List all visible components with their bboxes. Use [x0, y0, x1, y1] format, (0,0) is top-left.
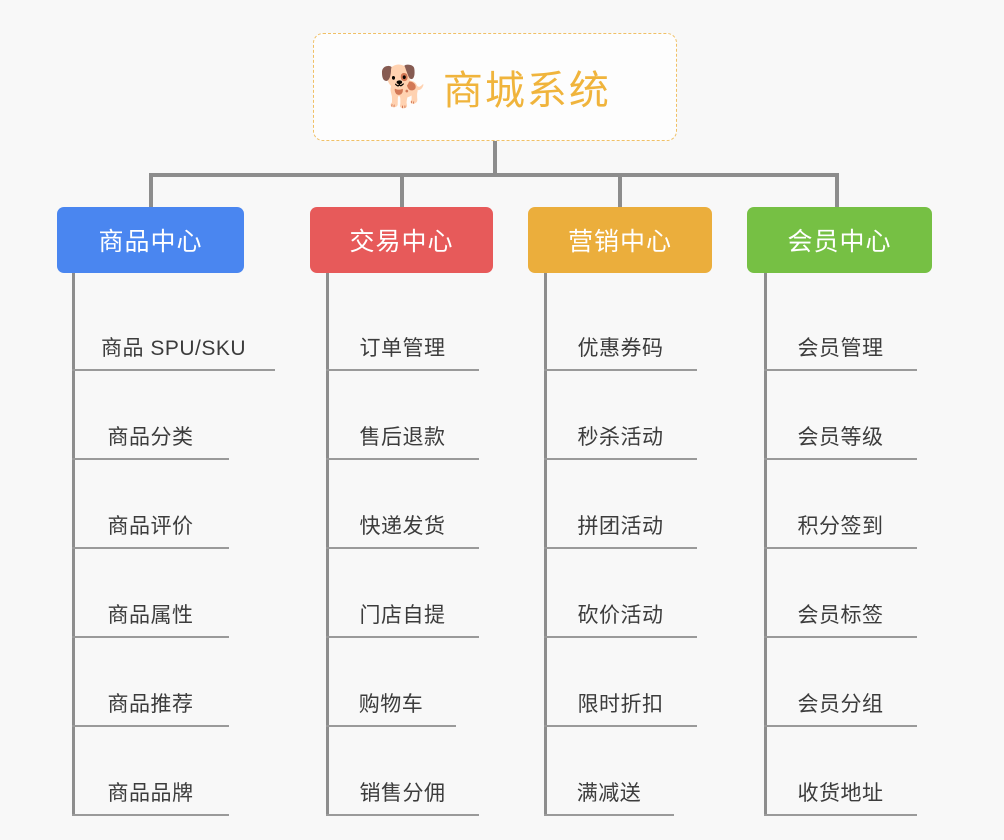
list-item-label: 商品分类: [107, 426, 194, 449]
list-item-label: 售后退款: [359, 426, 446, 449]
connector-root-trunk: [493, 141, 497, 177]
list-item[interactable]: 会员分组: [764, 638, 917, 727]
category-header-member-label: 会员中心: [787, 228, 892, 256]
list-item-label: 会员等级: [797, 426, 884, 449]
list-item-label: 商品品牌: [107, 782, 194, 805]
list-item[interactable]: 限时折扣: [544, 638, 697, 727]
root-node-mall-system[interactable]: 🐕 商城系统: [313, 33, 677, 141]
connector-drop-trade: [400, 173, 404, 207]
list-item-label: 限时折扣: [577, 693, 664, 716]
shiba-dog-face-icon: 🐕: [379, 65, 429, 109]
category-header-marketing[interactable]: 营销中心: [528, 207, 712, 273]
list-item[interactable]: 门店自提: [326, 549, 479, 638]
list-item[interactable]: 会员管理: [764, 282, 917, 371]
list-item-label: 门店自提: [359, 604, 446, 627]
connector-drop-product: [149, 173, 153, 207]
list-item-label: 砍价活动: [577, 604, 664, 627]
connector-drop-marketing: [618, 173, 622, 207]
list-item-label: 拼团活动: [577, 515, 664, 538]
list-item-label: 快递发货: [359, 515, 446, 538]
list-item-label: 会员分组: [797, 693, 884, 716]
list-item-label: 优惠券码: [577, 337, 664, 360]
root-node-title: 商城系统: [442, 69, 611, 113]
list-item[interactable]: 购物车: [326, 638, 456, 727]
list-item[interactable]: 满减送: [544, 727, 674, 816]
list-item[interactable]: 商品 SPU/SKU: [72, 282, 275, 371]
category-header-product[interactable]: 商品中心: [57, 207, 244, 273]
list-item-label: 会员管理: [797, 337, 884, 360]
list-item[interactable]: 商品评价: [72, 460, 229, 549]
column-spine-trade: [326, 282, 329, 816]
category-header-trade-label: 交易中心: [349, 228, 454, 256]
list-item-label: 商品 SPU/SKU: [100, 337, 247, 360]
connector-stub-marketing: [544, 273, 547, 285]
list-item-label: 购物车: [358, 693, 424, 716]
list-item[interactable]: 积分签到: [764, 460, 917, 549]
list-item[interactable]: 售后退款: [326, 371, 479, 460]
list-item[interactable]: 秒杀活动: [544, 371, 697, 460]
list-item[interactable]: 砍价活动: [544, 549, 697, 638]
connector-stub-trade: [326, 273, 329, 285]
list-item-label: 订单管理: [359, 337, 446, 360]
category-header-trade[interactable]: 交易中心: [310, 207, 493, 273]
list-item[interactable]: 会员等级: [764, 371, 917, 460]
list-item-label: 积分签到: [797, 515, 884, 538]
list-item-label: 商品评价: [107, 515, 194, 538]
list-item[interactable]: 销售分佣: [326, 727, 479, 816]
list-item[interactable]: 拼团活动: [544, 460, 697, 549]
list-item-label: 会员标签: [797, 604, 884, 627]
list-item[interactable]: 商品品牌: [72, 727, 229, 816]
list-item[interactable]: 商品属性: [72, 549, 229, 638]
list-item[interactable]: 收货地址: [764, 727, 917, 816]
category-header-member[interactable]: 会员中心: [747, 207, 932, 273]
column-spine-marketing: [544, 282, 547, 816]
list-item-label: 商品属性: [107, 604, 194, 627]
list-item[interactable]: 商品推荐: [72, 638, 229, 727]
list-item[interactable]: 商品分类: [72, 371, 229, 460]
column-spine-member: [764, 282, 767, 816]
connector-horizontal-bar: [149, 173, 835, 177]
connector-stub-product: [72, 273, 75, 285]
column-spine-product: [72, 282, 75, 816]
list-item-label: 秒杀活动: [577, 426, 664, 449]
category-header-product-label: 商品中心: [98, 228, 203, 256]
list-item-label: 商品推荐: [107, 693, 194, 716]
list-item[interactable]: 优惠券码: [544, 282, 697, 371]
connector-stub-member: [764, 273, 767, 285]
list-item[interactable]: 快递发货: [326, 460, 479, 549]
list-item[interactable]: 订单管理: [326, 282, 479, 371]
list-item[interactable]: 会员标签: [764, 549, 917, 638]
list-item-label: 销售分佣: [359, 782, 446, 805]
list-item-label: 满减送: [576, 782, 642, 805]
category-header-marketing-label: 营销中心: [567, 228, 672, 256]
list-item-label: 收货地址: [797, 782, 884, 805]
connector-drop-member: [835, 173, 839, 207]
